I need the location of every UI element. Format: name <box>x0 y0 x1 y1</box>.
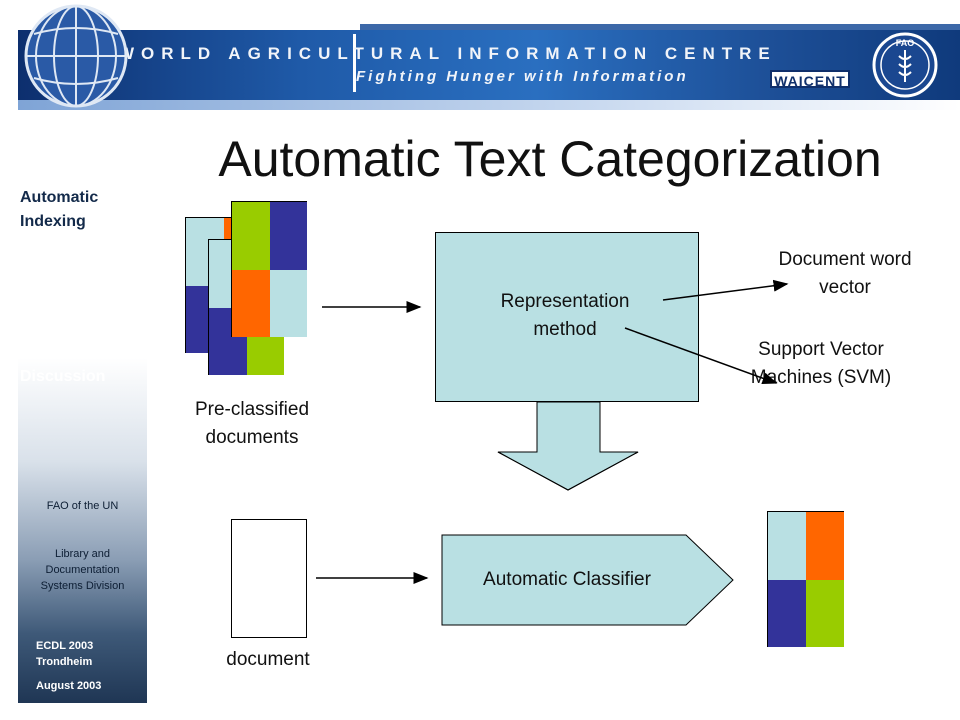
sidebar-date-text: August 2003 <box>36 680 102 692</box>
sidebar-conference-text: ECDL 2003 Trondheim <box>36 640 94 668</box>
sidebar-item-introduction[interactable]: Introduction <box>20 139 114 156</box>
sidebar: Introduction Automatic Indexing Evaluati… <box>18 128 147 703</box>
banner-separator <box>353 34 356 92</box>
document-stack-front <box>231 201 307 337</box>
automatic-classifier-label: Automatic Classifier <box>483 569 651 590</box>
slide-title: Automatic Text Categorization <box>218 131 882 187</box>
automatic-classifier-shape <box>441 534 734 626</box>
sidebar-item-discussion[interactable]: Discussion <box>20 368 106 385</box>
waicent-logo: WAICENT <box>770 70 850 89</box>
svm-label: Support Vector Machines (SVM) <box>750 339 892 388</box>
fao-emblem-icon: FAO <box>872 32 938 98</box>
sidebar-item-automatic-indexing[interactable]: Automatic Indexing <box>20 189 99 230</box>
sidebar-item-evaluation[interactable]: Evaluation <box>20 265 101 282</box>
down-arrow-shape <box>497 401 639 491</box>
preclassified-label: Pre-classified documents <box>194 399 310 448</box>
classified-document <box>767 511 844 647</box>
banner-fade-strip <box>18 100 960 110</box>
document-word-vector-label: Document word vector <box>778 249 912 298</box>
representation-label: Representation method <box>500 291 630 340</box>
banner-title: WORLD AGRICULTURAL INFORMATION CENTRE <box>118 44 777 63</box>
sidebar-item-outlook[interactable]: Outlook <box>20 317 81 334</box>
banner-top-bar <box>360 24 960 30</box>
banner-strip <box>18 30 960 100</box>
document-label: document <box>226 649 310 670</box>
sidebar-division-text: Library and Documentation Systems Divisi… <box>40 548 125 592</box>
globe-logo-icon <box>24 4 128 108</box>
banner-subtitle: Fighting Hunger with Information <box>356 68 689 85</box>
fao-emblem-letters: FAO <box>896 38 915 48</box>
arrow-to-svm <box>624 327 778 385</box>
header-banner: WORLD AGRICULTURAL INFORMATION CENTRE Fi… <box>0 0 960 128</box>
representation-method-box <box>435 232 699 402</box>
input-document <box>231 519 307 638</box>
sidebar-org-text: FAO of the UN <box>46 500 119 512</box>
arrow-to-word-vector <box>662 279 789 301</box>
